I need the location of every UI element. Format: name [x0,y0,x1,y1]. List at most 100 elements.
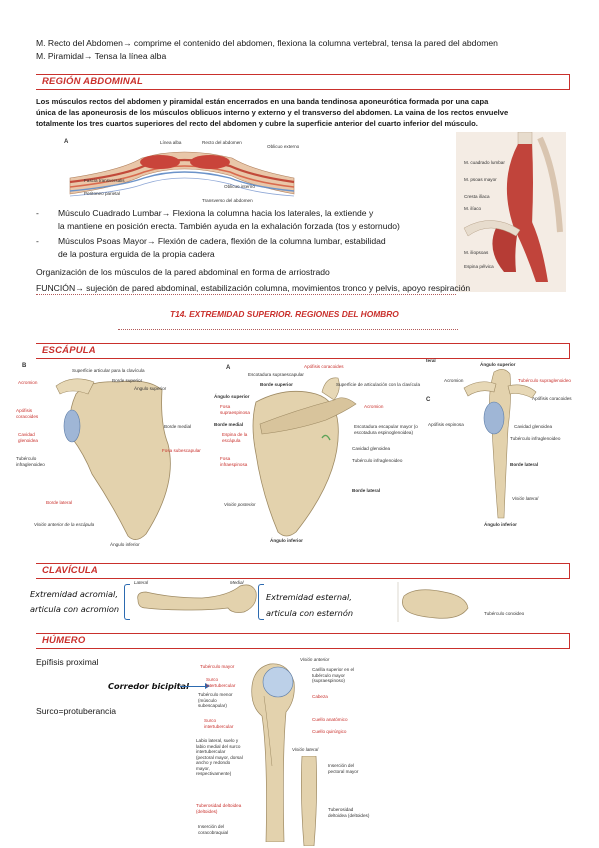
figure-label: Tubérculo infraglenoideo [352,458,403,463]
clavicle-detail-figure [396,580,476,624]
figure-letter: A [64,139,69,145]
scapula-anterior-illustration [55,378,171,540]
figure-label: Superficie articular para la clavícula [72,368,145,373]
figure-label: Tubérculo supraglenoideo [518,378,571,383]
figure-label: Fosa subescapular [162,448,201,453]
figure-letter: teral [426,358,436,363]
figure-label: Labio lateral, suelo y labio medial del … [196,738,243,776]
figure-label: Inserción del coracobraquial [198,824,229,835]
section-title: REGIÓN ABDOMINAL [42,76,144,87]
figure-label: Línea alba [160,140,182,145]
figure-label: Fosa infraespinosa [220,456,248,467]
paragraph-line: única de las aponeurosis de los músculos… [36,108,509,117]
figure-label: Ángulo inferior [110,542,140,547]
section-title: CLAVÍCULA [42,565,98,576]
figure-label: Visión anterior [300,657,330,662]
handwritten-note: articula con esternón [266,608,354,618]
figure-label: Lateral [134,580,149,585]
figure-label: Transverso del abdomen [202,198,253,203]
section-header-humero: HÚMERO [36,633,570,649]
scapula-posterior-figure: A Apófisis coracoides Escotadura supraes… [214,364,426,550]
figure-label: Visión anterior de la escápula [34,522,95,527]
figure-label: Tubérculo infraglenoideo [510,436,561,441]
figure-label: Cresta ilíaca [464,194,490,199]
figure-label: Fascia transversalis [84,178,125,183]
figure-label: Ángulo inferior [270,538,303,543]
scapula-anterior-figure: B Superficie articular para la clavícula… [16,363,218,554]
text-line: Surco=protuberancia [36,706,117,716]
figure-label: Superficie de articulación con la clavíc… [336,382,421,387]
figure-label: Carilla superior en el tubérculo mayor (… [312,667,355,683]
paragraph-line: Los músculos rectos del abdomen y pirami… [36,97,489,106]
arrow-line [180,686,208,687]
figure-label: Borde lateral [352,488,381,493]
figure-label: Ángulo superior [480,362,516,367]
figure-label: Cuello anatómico [312,717,348,722]
figure-label: Tubérculo menor (músculo subescapular) [198,692,233,708]
figure-label: Inserción del pectoral mayor [328,763,359,774]
figure-label: M. ilíaco [464,206,482,211]
humerus-anterior-figure [244,656,304,843]
figure-label: Tubérculo conoideo [484,611,525,616]
scapula-lateral-illustration [463,369,537,519]
figure-label: Acromion [18,380,38,385]
text-line: Epífisis proximal [36,657,99,667]
figure-label: Borde lateral [510,462,539,467]
figure-label: Apófisis coracoides [532,396,572,401]
figure-label: Medial [230,580,244,585]
figure-label: Cavidad glenoidea [18,432,38,443]
text-line: M. Piramidal→ Tensa la línea alba [36,51,167,61]
text-line: M. Recto del Abdomen→ comprime el conten… [36,38,498,48]
clavicle-illustration [137,584,257,613]
handwritten-note: Corredor bicipital [108,681,189,691]
bullet-text: de la postura erguida de la propia cader… [58,249,215,259]
figure-label: Visión lateral [292,747,319,752]
chapter-title: T14. EXTREMIDAD SUPERIOR. REGIONES DEL H… [170,309,399,319]
figure-label: Cavidad glenoidea [514,424,553,429]
handwritten-note: Extremidad acromial, [30,589,118,599]
section-title: HÚMERO [42,635,86,646]
section-title: ESCÁPULA [42,345,96,356]
scapula-posterior-illustration [252,377,357,537]
figure-label: Surco intertubercular [206,677,236,688]
handwritten-note: articula con acromion [30,604,120,614]
figure-label: M. iliopsoas [464,250,489,255]
text-line: Organización de los músculos de la pared… [36,267,330,277]
figure-label: Espina de la escápula [222,432,248,443]
figure-letter: A [226,365,231,371]
clavicle-figure: Lateral Medial [132,578,260,622]
figure-label: Borde lateral [46,500,73,505]
figure-label: Apófisis coracoides [304,364,344,369]
humerus-anterior-illustration [251,663,295,843]
section-header-escapula: ESCÁPULA [36,343,570,359]
figure-label: Visión lateral [512,496,539,501]
figure-label: Oblicuo interno [224,184,255,189]
figure-label: Tubérculo infraglenoideo [16,456,45,467]
figure-label: Oblicuo externo [267,144,300,149]
bullet-text: Músculos Psoas Mayor→ Flexión de cadera,… [58,236,386,246]
figure-label: Peritoneo parietal [84,191,121,196]
bullet-marker: - [36,208,39,218]
text-line: FUNCIÓN→ sujeción de pared abdominal, es… [36,283,471,293]
figure-label: Apófisis espinosa [428,422,464,427]
figure-label: Cavidad glenoidea [352,446,391,451]
figure-label: Borde superior [260,382,293,387]
figure-letter: C [426,397,431,403]
bullet-text: la mantiene en posición erecta. También … [58,221,400,231]
figure-label: Surco intertubercular [204,718,234,729]
figure-label: Escotadura escapular mayor (o escotadura… [354,424,418,435]
figure-label: Ángulo superior [214,394,250,399]
humerus-lateral-figure [298,755,320,847]
handwritten-note: Extremidad esternal, [266,592,352,602]
figure-label: Ángulo inferior [484,522,517,527]
figure-label: Fosa supraespinosa [220,404,250,415]
bracket-left [124,584,130,620]
bracket-right [258,584,264,620]
figure-label: Acromion [444,378,464,383]
psoas-figure: M. cuadrado lumbar M. psoas mayor Cresta… [456,131,566,292]
figure-label: Recto del abdomen [202,140,242,145]
psoas-illustration [456,131,566,292]
figure-label: Tuberosidad deltoidea (deltoides) [196,803,242,814]
abdominal-wall-illustration [69,151,295,197]
paragraph-line: totalmente los tres cuartos superiores d… [36,119,478,128]
